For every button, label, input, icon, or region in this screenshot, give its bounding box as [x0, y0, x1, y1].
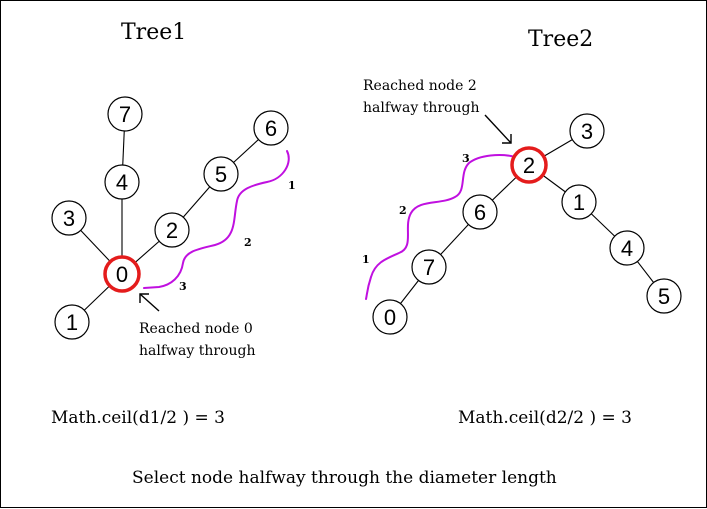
tree2-nodes: 3 2 1 6 4 7 5 0 — [372, 113, 682, 335]
tree1-node-3: 3 — [51, 200, 87, 236]
tree1-node-circle-6 — [253, 110, 289, 146]
tree2-node-label-6: 6 — [474, 200, 486, 225]
tree1-node-label-6: 6 — [265, 116, 277, 141]
tree2-diameter-path — [365, 154, 516, 300]
tree2-node-label-0: 0 — [384, 305, 396, 330]
tree2-node-label-5: 5 — [658, 284, 670, 309]
tree1-node-circle-4 — [104, 164, 140, 200]
tree2-node-label-7: 7 — [423, 255, 435, 280]
tree2-node-circle-0 — [372, 299, 408, 335]
tree2-node-2: 2 — [510, 146, 548, 184]
tree2-node-0: 0 — [372, 299, 408, 335]
tree2-pointer-arrow — [484, 114, 512, 144]
caption: Select node halfway through the diameter… — [132, 468, 557, 488]
tree1-node-circle-5 — [203, 156, 239, 192]
tree1-note-line2: halfway through — [139, 343, 255, 359]
tree2-node-7: 7 — [411, 249, 447, 285]
tree1-title: Tree1 — [121, 20, 186, 45]
tree1-node-6: 6 — [253, 110, 289, 146]
tree2-node-6: 6 — [462, 194, 498, 230]
tree2-formula: Math.ceil(d2/2 ) = 3 — [458, 408, 632, 428]
tree2-node-circle-2 — [510, 146, 548, 184]
tree2-note-line1: Reached node 2 — [363, 78, 477, 94]
tree1-pointer-arrow — [139, 293, 160, 312]
tree2-path-step-1: 1 — [362, 253, 370, 266]
tree1-path-step-3: 3 — [179, 280, 187, 293]
tree2-node-circle-7 — [411, 249, 447, 285]
tree2-node-circle-6 — [462, 194, 498, 230]
tree1-node-label-1: 1 — [66, 310, 78, 335]
tree1-path-step-2: 2 — [244, 236, 252, 249]
tree1-node-label-5: 5 — [215, 162, 227, 187]
tree1-node-circle-7 — [107, 96, 143, 132]
tree1-diameter-path — [143, 150, 290, 289]
tree1-node-circle-3 — [51, 200, 87, 236]
tree2-node-3: 3 — [569, 113, 605, 149]
tree1-node-label-4: 4 — [116, 170, 128, 195]
tree1-node-7: 7 — [107, 96, 143, 132]
tree2-node-circle-3 — [569, 113, 605, 149]
tree2-node-circle-5 — [646, 278, 682, 314]
tree2-node-label-4: 4 — [621, 236, 633, 261]
tree1-nodes: 7 4 6 5 3 2 0 1 — [51, 96, 289, 340]
tree2-node-5: 5 — [646, 278, 682, 314]
tree1-node-2: 2 — [154, 212, 190, 248]
tree1-node-circle-2 — [154, 212, 190, 248]
tree2-path-step-3: 3 — [462, 152, 470, 165]
tree2-node-circle-1 — [561, 184, 597, 220]
tree2-node-label-1: 1 — [573, 190, 585, 215]
tree2-node-4: 4 — [609, 230, 645, 266]
tree1-node-0: 0 — [103, 255, 141, 293]
tree2-node-label-3: 3 — [581, 119, 593, 144]
tree2-node-label-2: 2 — [523, 153, 535, 178]
tree2-note-line2: halfway through — [363, 100, 479, 116]
tree2-node-1: 1 — [561, 184, 597, 220]
tree1-node-1: 1 — [54, 304, 90, 340]
tree1-node-5: 5 — [203, 156, 239, 192]
tree1-note-line1: Reached node 0 — [139, 321, 253, 337]
tree1-path-step-1: 1 — [288, 179, 296, 192]
tree1-node-label-0: 0 — [116, 262, 128, 287]
tree1-node-label-7: 7 — [119, 102, 131, 127]
tree1-node-circle-1 — [54, 304, 90, 340]
tree1-node-circle-0 — [103, 255, 141, 293]
tree1-node-4: 4 — [104, 164, 140, 200]
tree2: Tree2 Reached node 2 halfway through 3 2… — [362, 27, 682, 428]
tree1: Tree1 1 2 3 7 4 6 5 3 2 0 1 Reached node 0 half… — [51, 20, 296, 428]
tree2-title: Tree2 — [528, 27, 593, 52]
tree1-node-label-3: 3 — [63, 206, 75, 231]
tree1-formula: Math.ceil(d1/2 ) = 3 — [51, 408, 225, 428]
tree2-node-circle-4 — [609, 230, 645, 266]
tree1-node-label-2: 2 — [166, 218, 178, 243]
tree2-path-step-2: 2 — [399, 204, 407, 217]
